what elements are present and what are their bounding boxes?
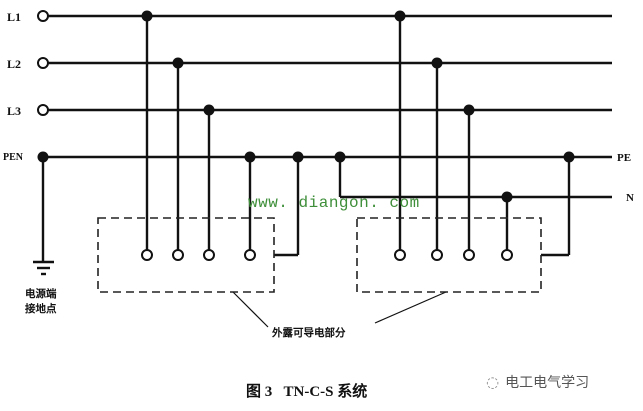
source-terminal-l3 bbox=[37, 104, 49, 116]
load-right-enclosure bbox=[356, 217, 542, 293]
leader-lines bbox=[232, 291, 447, 328]
figure-caption: 图 3 TN-C-S 系统 bbox=[246, 384, 368, 400]
brand-name: 电工电气学习 bbox=[505, 375, 590, 391]
exposed-parts-label: 外露可导电部分 bbox=[272, 327, 346, 339]
junctions bbox=[37, 10, 575, 203]
load-left-enclosure bbox=[97, 217, 275, 293]
ground-label-line2: 接地点 bbox=[25, 303, 57, 315]
source-terminal-l1 bbox=[37, 10, 49, 22]
ground-label: 电源端 接地点 bbox=[25, 287, 57, 317]
label-l3: L3 bbox=[7, 104, 22, 118]
label-l2: L2 bbox=[7, 57, 22, 71]
label-l1: L1 bbox=[7, 10, 22, 24]
brand-badge: ◌ 电工电气学习 bbox=[486, 372, 589, 392]
terminals bbox=[37, 10, 513, 261]
wechat-icon: ◌ bbox=[486, 373, 500, 391]
bus-lines bbox=[33, 14, 612, 276]
label-n: N bbox=[626, 192, 634, 204]
ground-label-line1: 电源端 bbox=[25, 288, 57, 300]
label-pen: PEN bbox=[3, 152, 23, 163]
watermark: www. diangon. com bbox=[248, 194, 420, 212]
source-terminal-l2 bbox=[37, 57, 49, 69]
label-pe: PE bbox=[617, 152, 632, 164]
